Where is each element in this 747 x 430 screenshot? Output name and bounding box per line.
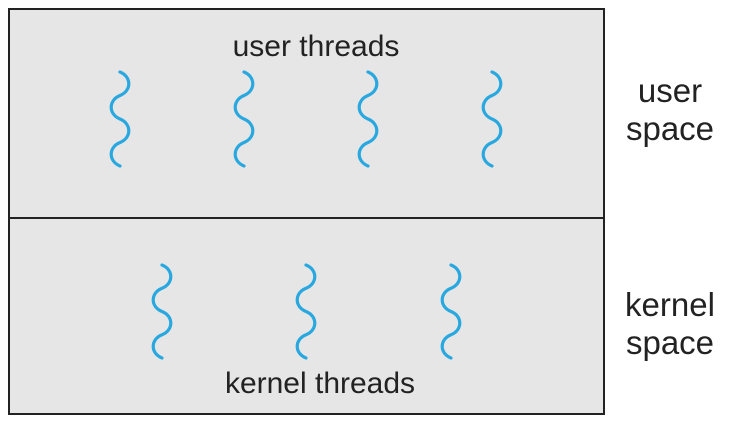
kernel-space-label-line2: space: [625, 323, 715, 361]
user-space-region: [8, 8, 605, 220]
kernel-space-label-line1: kernel: [625, 286, 715, 323]
user-space-label-line2: space: [625, 109, 715, 147]
kernel-threads-label: kernel threads: [224, 367, 416, 400]
kernel-space-label: kernel space: [625, 286, 715, 362]
user-threads-label: user threads: [232, 30, 400, 63]
user-space-label-line1: user: [637, 72, 703, 109]
user-space-label: user space: [626, 72, 714, 148]
